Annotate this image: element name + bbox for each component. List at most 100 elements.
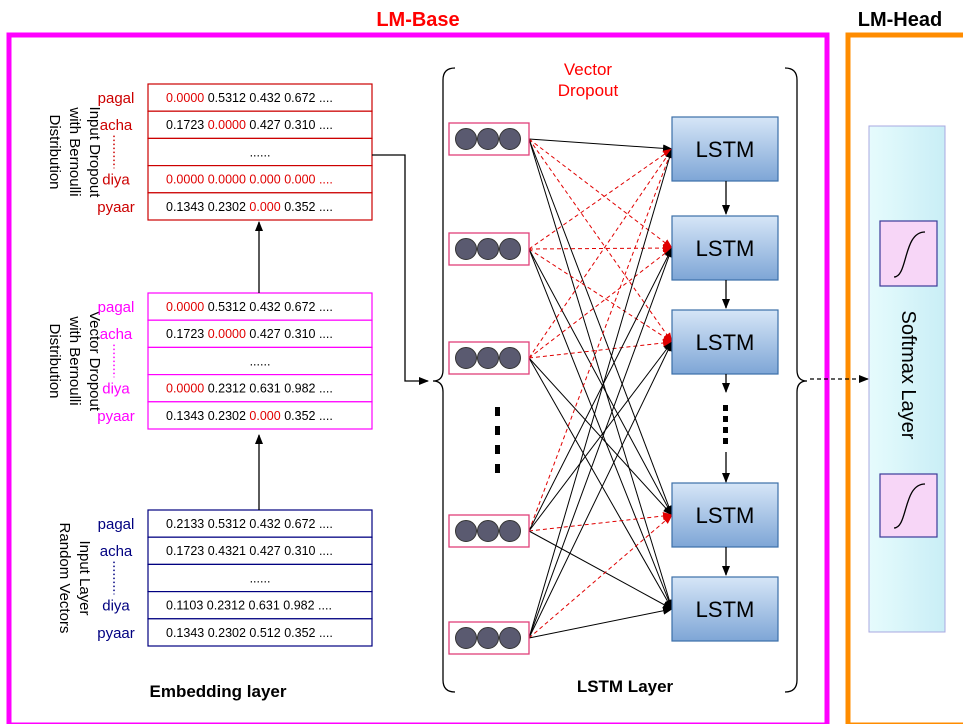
embedding-word: pagal <box>98 90 135 107</box>
embedding-row <box>147 618 373 647</box>
embedding-word: acha <box>100 543 133 560</box>
input-node-groups <box>448 122 530 655</box>
input-dropout-side-label: with Bernoulli <box>66 106 83 196</box>
embedding-row-values: ...... <box>250 571 271 585</box>
embedding-row-values: 0.1343 0.2302 0.512 0.352 .... <box>166 626 333 640</box>
lstm-layer-caption: LSTM Layer <box>577 677 674 696</box>
dropout-connection <box>528 138 673 249</box>
lstm-cell: LSTM <box>671 215 779 281</box>
lstm-connection <box>528 530 673 610</box>
vector-dropout-side-label: with Bernoulli <box>66 315 83 405</box>
arrow-embedding-to-lstm-layer <box>372 154 429 385</box>
embedding-row <box>147 192 373 221</box>
lm-base-container <box>6 32 830 724</box>
lstm-connection <box>528 138 673 516</box>
embedding-row-values: 0.0000 0.2312 0.631 0.982 .... <box>166 382 333 396</box>
input-node <box>455 238 477 260</box>
embedding-row-values: 0.1723 0.0000 0.427 0.310 .... <box>166 327 333 341</box>
embedding-row-values: 0.2133 0.5312 0.432 0.672 .... <box>166 517 333 531</box>
embedding-row-values: ...... <box>250 145 271 159</box>
vector-dropout-label-line2: Dropout <box>558 81 619 100</box>
lstm-connection <box>528 247 673 532</box>
embedding-word: acha <box>100 117 133 134</box>
lstm-connection <box>528 148 674 639</box>
input-node-group <box>448 621 530 655</box>
lstm-connection <box>528 357 673 610</box>
embedding-row <box>147 563 373 593</box>
dropout-connection <box>528 148 673 250</box>
lstm-connection <box>528 247 673 639</box>
lstm-connection <box>528 138 673 153</box>
embedding-word: diya <box>102 172 130 189</box>
input-node <box>499 347 521 369</box>
embedding-row <box>147 165 373 194</box>
input-node <box>455 347 477 369</box>
embedding-row-values: 0.1103 0.2312 0.631 0.982 .... <box>166 599 332 613</box>
softmax-layer-box <box>868 125 946 633</box>
dropout-connection <box>528 248 673 343</box>
embedding-row <box>147 401 373 430</box>
dropout-connection <box>528 244 673 253</box>
vector-dropout-side-label: Distribution <box>46 323 63 398</box>
embedding-word: pyaar <box>97 625 135 642</box>
embedding-row <box>147 83 373 112</box>
input-node <box>477 347 499 369</box>
input-node-group <box>448 122 530 156</box>
vector-dropout-side-label: Vector Dropout <box>86 311 103 412</box>
dropout-connection <box>528 339 673 359</box>
dropout-connection <box>528 138 673 343</box>
lstm-layer-right-brace <box>784 67 808 693</box>
lstm-column-ellipsis <box>723 427 728 433</box>
embedding-word: pyaar <box>97 199 135 216</box>
lstm-column-ellipsis <box>723 405 728 411</box>
embedding-word: acha <box>100 326 133 343</box>
input-node <box>499 128 521 150</box>
embedding-word: pyaar <box>97 408 135 425</box>
vector-dropout-label-line1: Vector <box>564 60 613 79</box>
lstm-connection <box>528 138 674 610</box>
input-node <box>477 520 499 542</box>
input-node <box>499 238 521 260</box>
lm-base-title: LM-Base <box>376 9 459 31</box>
dropout-connection <box>528 514 673 639</box>
lm-head-title: LM-Head <box>858 9 942 31</box>
input-node <box>455 627 477 649</box>
embedding-word: pagal <box>98 516 135 533</box>
embedding-row <box>147 536 373 566</box>
softmax-layer-label: Softmax Layer <box>897 311 919 440</box>
input-layer-side-label: Random Vectors <box>56 523 73 634</box>
input-node-group <box>448 232 530 266</box>
embedding-caption: Embedding layer <box>150 682 287 701</box>
embedding-word: diya <box>102 381 130 398</box>
dropout-connection <box>528 148 673 532</box>
embedding-row <box>147 590 373 620</box>
lstm-connection <box>528 341 673 639</box>
embedding-row-values: 0.0000 0.5312 0.432 0.672 .... <box>166 91 333 105</box>
input-node <box>455 520 477 542</box>
embedding-row-values: 0.0000 0.0000 0.000 0.000 .... <box>166 173 333 187</box>
embedding-word: pagal <box>98 299 135 316</box>
lstm-connection <box>528 248 673 516</box>
embedding-row <box>147 346 373 376</box>
input-node <box>477 627 499 649</box>
input-node <box>477 238 499 260</box>
input-node <box>455 128 477 150</box>
lstm-column-ellipsis <box>723 438 728 444</box>
lstm-cell-label: LSTM <box>696 236 755 261</box>
dropout-connection <box>528 512 673 532</box>
lstm-cell-label: LSTM <box>696 330 755 355</box>
lstm-cell: LSTM <box>671 309 779 375</box>
input-node <box>499 627 521 649</box>
lstm-column-ellipsis <box>723 416 728 422</box>
input-node-group <box>448 514 530 548</box>
lstm-cell-label: LSTM <box>696 597 755 622</box>
embedding-row <box>147 292 373 321</box>
dropout-connection <box>528 247 673 359</box>
sigmoid-icon <box>879 220 938 287</box>
lstm-cell-label: LSTM <box>696 137 755 162</box>
